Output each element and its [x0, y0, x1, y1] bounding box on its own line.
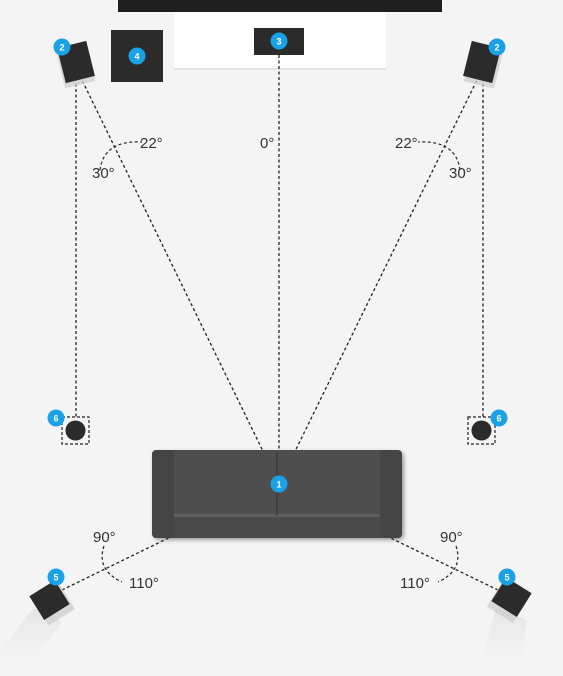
svg-text:5: 5 [504, 573, 509, 583]
badge-listener: 1 [270, 475, 288, 493]
tv-screen [118, 0, 442, 12]
badge-subwoofer: 4 [128, 47, 146, 65]
svg-text:4: 4 [134, 52, 139, 62]
height-right-speaker [467, 416, 496, 445]
angle-label-front-outer-left: 30° [92, 165, 115, 182]
angle-label-front-inner-right: 22° [395, 135, 418, 152]
badge-surround-left: 5 [47, 568, 65, 586]
arc-surround-left [101, 545, 123, 583]
front-left-to-listener-line [79, 75, 280, 485]
svg-text:2: 2 [59, 43, 64, 53]
svg-text:6: 6 [53, 414, 58, 424]
svg-text:6: 6 [496, 414, 501, 424]
badge-height-right: 6 [490, 409, 508, 427]
front-right-to-listener-line [278, 75, 480, 485]
angle-label-surround-outer-left: 110° [129, 575, 159, 592]
angle-label-surround-inner-left: 90° [93, 529, 116, 546]
svg-text:5: 5 [53, 573, 58, 583]
surround-right-beam [478, 608, 527, 676]
angle-label-surround-outer-right: 110° [400, 575, 430, 592]
badge-front-right: 2 [488, 38, 506, 56]
surround-right-speaker [486, 577, 532, 623]
height-left-speaker [61, 416, 90, 445]
surround-left-to-listener-line [61, 483, 280, 591]
tv-stand-shadow [174, 68, 386, 70]
sofa [152, 450, 404, 540]
angle-label-front-inner-left: 22° [140, 135, 163, 152]
arc-surround-right [437, 545, 459, 583]
angle-label-surround-inner-right: 90° [440, 529, 463, 546]
badge-height-left: 6 [47, 409, 65, 427]
badge-surround-right: 5 [498, 568, 516, 586]
angle-label-front-outer-right: 30° [449, 165, 472, 182]
surround-left-speaker [29, 580, 76, 626]
svg-text:1: 1 [276, 480, 281, 490]
svg-text:2: 2 [494, 43, 499, 53]
badge-center: 3 [270, 32, 288, 50]
badge-front-left: 2 [53, 38, 71, 56]
arc-front-right [417, 141, 461, 171]
angle-arcs [99, 141, 461, 583]
angle-label-center: 0° [260, 135, 274, 152]
guide-lines [61, 55, 499, 591]
arc-front-left [99, 141, 143, 171]
svg-text:3: 3 [276, 37, 281, 47]
surround-left-beam [0, 608, 62, 676]
